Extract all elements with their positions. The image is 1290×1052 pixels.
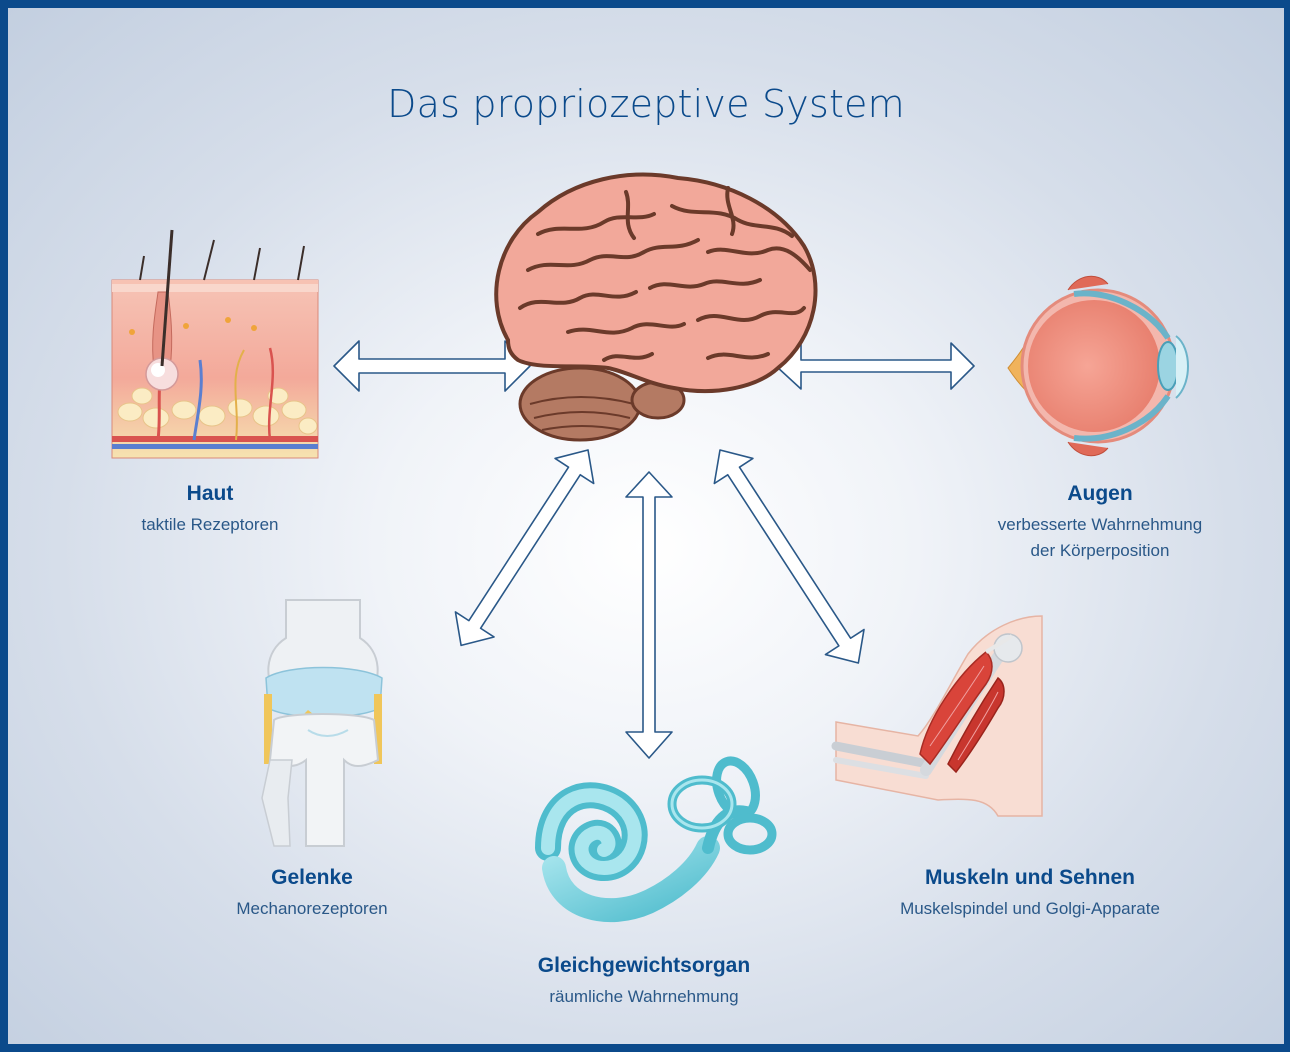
augen-title: Augen xyxy=(940,482,1260,506)
augen-description-line-1: verbesserte Wahrnehmung xyxy=(940,512,1260,538)
caption-gleichgewichtsorgan: Gleichgewichtsorgan räumliche Wahrnehmun… xyxy=(474,954,814,1010)
caption-augen: Augen verbesserte Wahrnehmung der Körper… xyxy=(940,482,1260,564)
caption-muskeln: Muskeln und Sehnen Muskelspindel und Gol… xyxy=(850,866,1210,922)
top-border xyxy=(0,0,1290,8)
muskeln-description: Muskelspindel und Golgi-Apparate xyxy=(850,896,1210,922)
knee-joint-icon xyxy=(262,600,382,846)
muskeln-title: Muskeln und Sehnen xyxy=(850,866,1210,890)
arrow-brain-gleichgewicht xyxy=(626,472,672,758)
brain-icon xyxy=(496,175,815,440)
arm-muscle-icon xyxy=(836,616,1042,816)
augen-description-line-2: der Körperposition xyxy=(940,538,1260,564)
diagram-panel: Das propriozeptive System xyxy=(8,8,1284,1044)
arrow-brain-augen xyxy=(776,343,974,389)
gelenke-description: Mechanorezeptoren xyxy=(192,896,432,922)
gleichgewichtsorgan-description: räumliche Wahrnehmung xyxy=(474,984,814,1010)
caption-gelenke: Gelenke Mechanorezeptoren xyxy=(192,866,432,922)
haut-title: Haut xyxy=(90,482,330,506)
gelenke-title: Gelenke xyxy=(192,866,432,890)
inner-ear-icon xyxy=(548,756,772,911)
arrow-brain-muskeln xyxy=(701,437,878,675)
eye-icon xyxy=(1008,276,1188,455)
gleichgewichtsorgan-title: Gleichgewichtsorgan xyxy=(474,954,814,978)
caption-haut: Haut taktile Rezeptoren xyxy=(90,482,330,538)
skin-icon xyxy=(112,230,318,458)
arrow-haut-brain xyxy=(334,341,530,391)
arrow-brain-gelenke xyxy=(442,437,607,657)
haut-description: taktile Rezeptoren xyxy=(90,512,330,538)
